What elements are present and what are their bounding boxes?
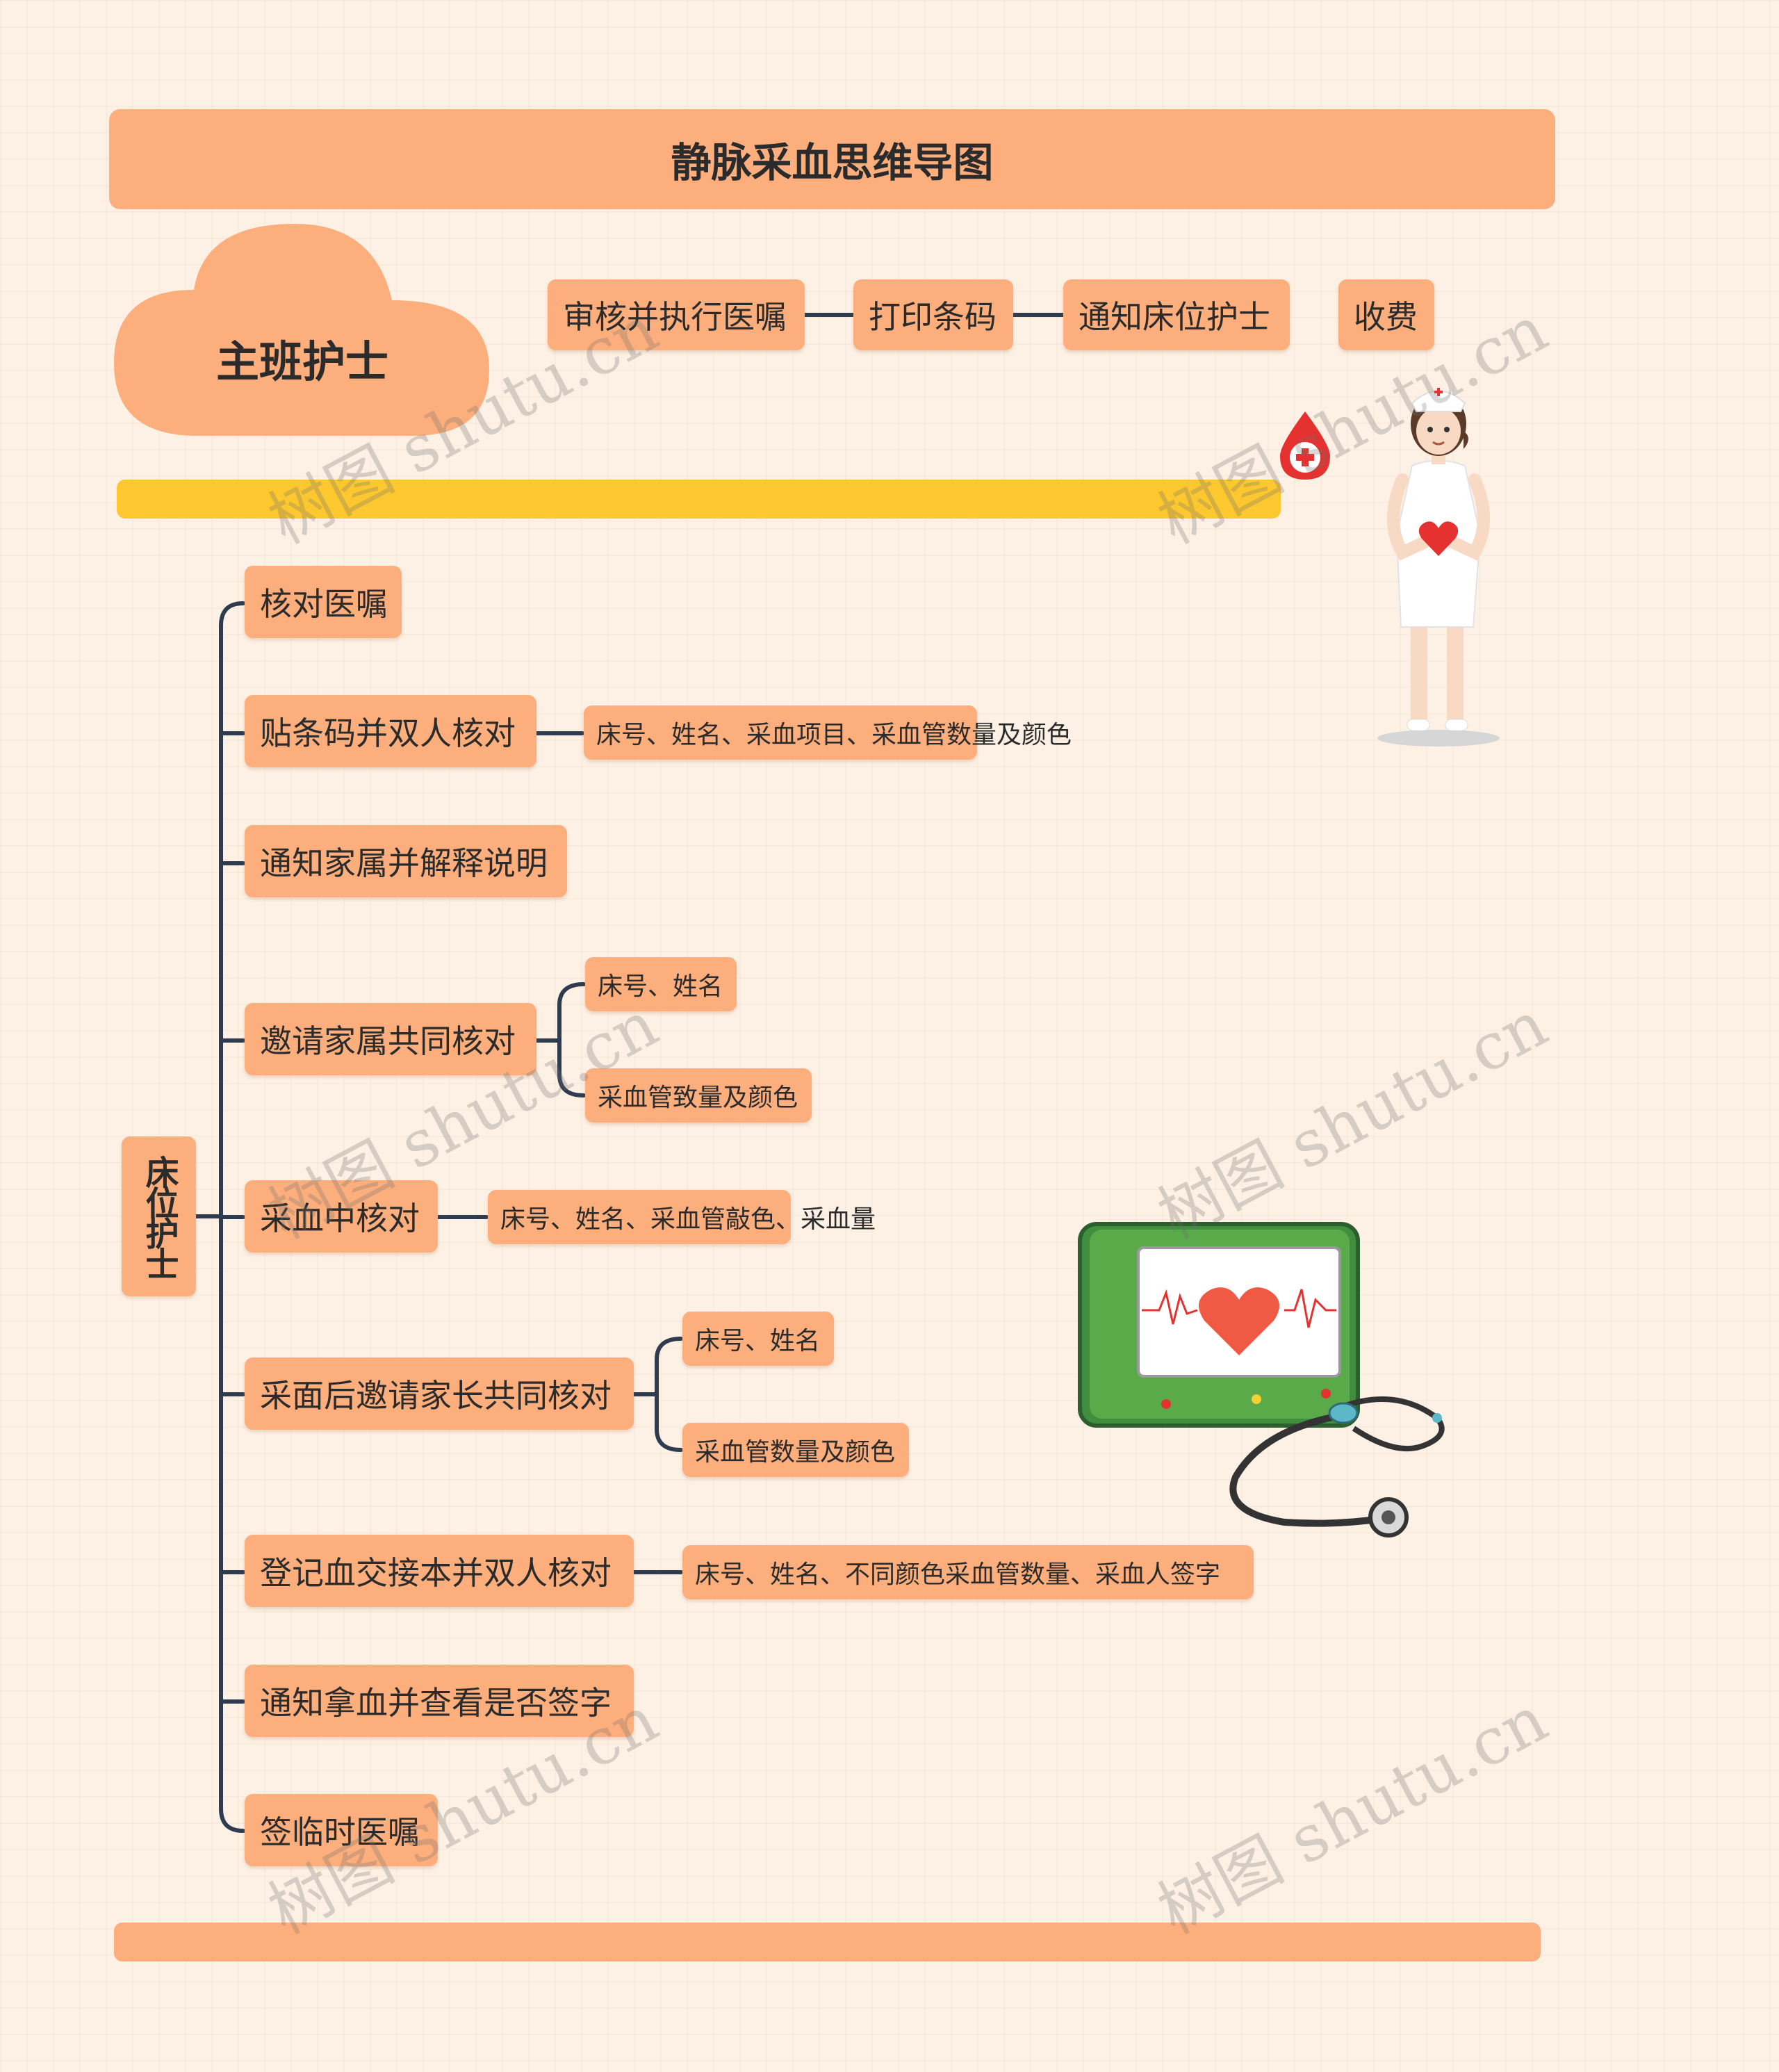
title-banner: 静脉采血思维导图 — [109, 109, 1555, 209]
step-print-barcode[interactable]: 打印条码 — [853, 279, 1013, 350]
branch-check-during-draw[interactable]: 采血中核对 — [245, 1180, 438, 1253]
detail-invite-family-2[interactable]: 采血管致量及颜色 — [585, 1068, 812, 1123]
detail-register-handover[interactable]: 床号、姓名、不同颜色采血管数量、采血人签字 — [682, 1545, 1254, 1599]
branch-notify-pickup[interactable]: 通知拿血并查看是否签字 — [245, 1665, 634, 1737]
blood-drop-icon — [1280, 411, 1330, 480]
nurse-illustration — [1377, 388, 1500, 747]
detail-check-during-draw[interactable]: 床号、姓名、采血管敲色、采血量 — [488, 1190, 876, 1244]
step-notify-bed-nurse[interactable]: 通知床位护士 — [1063, 279, 1290, 350]
footer-bar — [114, 1923, 1541, 1961]
detail-after-draw-1[interactable]: 床号、姓名 — [682, 1312, 834, 1366]
page-title: 静脉采血思维导图 — [671, 139, 994, 186]
branch-attach-barcode[interactable]: 贴条码并双人核对 — [245, 695, 536, 767]
branch-check-orders[interactable]: 核对医嘱 — [245, 566, 402, 638]
head-nurse-label: 主班护士 — [215, 336, 388, 387]
highlight-bar — [117, 480, 1281, 519]
detail-attach-barcode[interactable]: 床号、姓名、采血项目、采血管数量及颜色 — [584, 705, 1072, 760]
step-review-orders[interactable]: 审核并执行医嘱 — [548, 279, 805, 350]
branch-invite-family-check[interactable]: 邀请家属共同核对 — [245, 1003, 536, 1075]
heart-monitor-illustration — [1078, 1222, 1445, 1537]
detail-after-draw-2[interactable]: 采血管数量及颜色 — [682, 1423, 909, 1477]
branch-after-draw-check[interactable]: 采面后邀请家长共同核对 — [245, 1357, 634, 1430]
branch-sign-temp-orders[interactable]: 签临时医嘱 — [245, 1794, 438, 1866]
branch-notify-family[interactable]: 通知家属并解释说明 — [245, 825, 567, 897]
detail-invite-family-1[interactable]: 床号、姓名 — [585, 957, 737, 1011]
branch-register-handover[interactable]: 登记血交接本并双人核对 — [245, 1535, 634, 1607]
step-charge[interactable]: 收费 — [1338, 279, 1434, 350]
bed-nurse-root[interactable]: 床位护士 — [122, 1136, 196, 1296]
cloud-shape — [114, 224, 489, 436]
